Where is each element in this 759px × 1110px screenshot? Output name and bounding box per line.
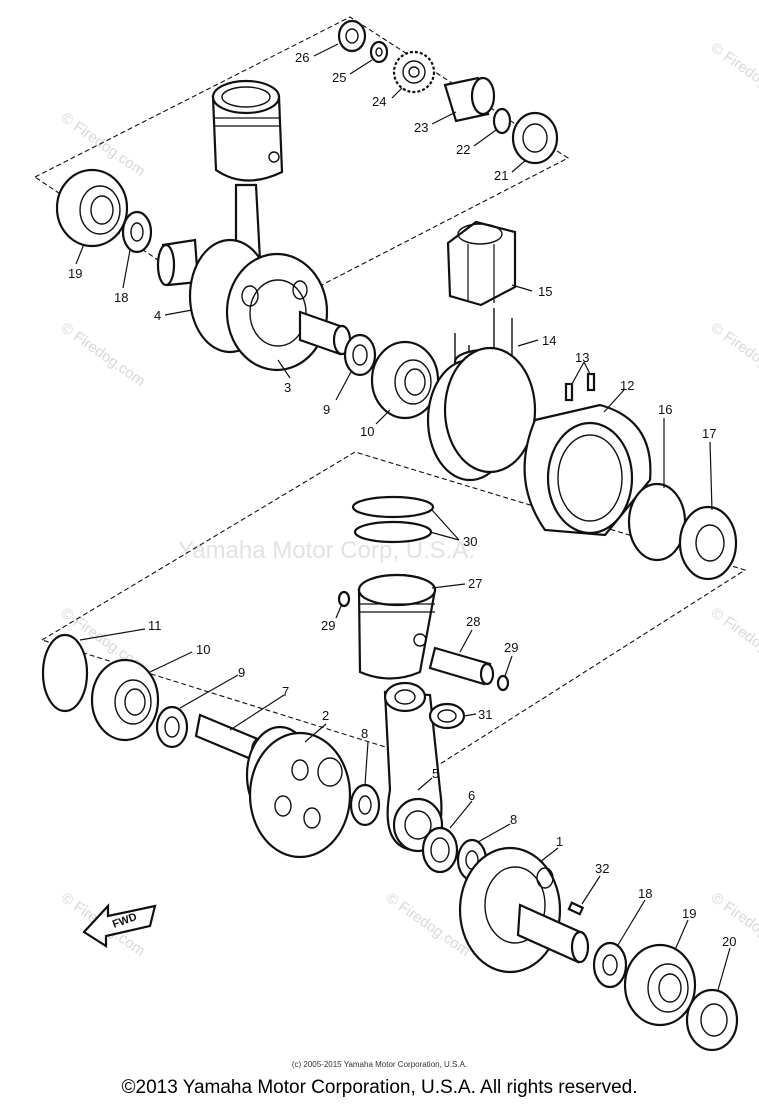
callout-9: 9 (323, 402, 330, 417)
callout-4: 4 (154, 308, 161, 323)
clip-29-right (496, 674, 510, 692)
callout-32: 32 (595, 861, 609, 876)
callout-1: 1 (556, 834, 563, 849)
washer-18-lower (592, 941, 628, 989)
crank-wheel-3 (225, 252, 329, 372)
needle-bearing-6 (421, 826, 459, 874)
callout-8: 8 (510, 812, 517, 827)
washer-25 (369, 40, 389, 64)
watermark-site: © Firedog.com (708, 604, 759, 674)
callout-28: 28 (466, 614, 480, 629)
leader-lines (75, 43, 731, 991)
bearing-19-lower (623, 943, 697, 1027)
piston-27 (357, 573, 437, 680)
callout-25: 25 (332, 70, 346, 85)
piston-pin-28 (428, 646, 495, 686)
callout-9: 9 (238, 665, 245, 680)
bearing-10-upper (370, 340, 440, 420)
callout-15: 15 (538, 284, 552, 299)
callout-20: 20 (722, 934, 736, 949)
callout-2: 2 (322, 708, 329, 723)
gear-24 (392, 50, 436, 94)
bearing-26 (337, 19, 367, 53)
special-tool-15 (446, 220, 517, 307)
callout-21: 21 (494, 168, 508, 183)
callout-17: 17 (702, 426, 716, 441)
watermark-site: © Firedog.com (58, 319, 149, 389)
callout-26: 26 (295, 50, 309, 65)
crank-output-shaft (298, 310, 352, 356)
lower-assembly: FWD (41, 495, 739, 1052)
oil-seal-20 (685, 988, 739, 1052)
callout-16: 16 (658, 402, 672, 417)
callout-23: 23 (414, 120, 428, 135)
callout-12: 12 (620, 378, 634, 393)
callout-18: 18 (638, 886, 652, 901)
callout-13: 13 (575, 350, 589, 365)
bearing-10-lower (90, 658, 160, 742)
washer-9-upper (343, 333, 377, 377)
collar-23 (443, 76, 496, 123)
clip-29-left (337, 590, 351, 608)
o-ring-16 (627, 482, 687, 562)
rings-upper (426, 346, 537, 482)
watermark-site: © Firedog.com (58, 109, 149, 179)
pins-13 (564, 372, 596, 402)
copyright-footer: ©2013 Yamaha Motor Corporation, U.S.A. A… (121, 1077, 638, 1098)
diagram-small-copyright: (c) 2005-2015 Yamaha Motor Corporation, … (291, 1060, 468, 1069)
callout-3: 3 (284, 380, 291, 395)
callout-19: 19 (68, 266, 82, 281)
watermark-site: © Firedog.com (708, 319, 759, 389)
callout-6: 6 (468, 788, 475, 803)
circlip-11 (41, 633, 89, 713)
callout-14: 14 (542, 333, 556, 348)
lower-assembly-frame (40, 451, 747, 765)
callout-10: 10 (196, 642, 210, 657)
callout-11: 11 (148, 618, 162, 633)
callout-24: 24 (372, 94, 386, 109)
bearing-19-upper (55, 168, 129, 248)
washer-9-lower (155, 705, 189, 749)
callout-19: 19 (682, 906, 696, 921)
piston-rings-30 (351, 495, 435, 544)
callout-27: 27 (468, 576, 482, 591)
woodruff-key-32 (567, 901, 585, 916)
connecting-rod-5 (383, 681, 444, 853)
housing-12 (523, 403, 652, 537)
callout-29: 29 (321, 618, 335, 633)
callout-5: 5 (432, 766, 439, 781)
needle-bearing-31 (428, 702, 466, 730)
fwd-arrow: FWD (82, 903, 157, 949)
crank-wheel-1 (458, 846, 590, 974)
callout-10: 10 (360, 424, 374, 439)
callout-30: 30 (463, 534, 477, 549)
upper-assembly (55, 19, 738, 581)
oil-seal-21 (511, 111, 559, 165)
washer-8-left (349, 783, 381, 827)
oil-seal-17 (678, 505, 738, 581)
washer-18-upper (121, 210, 153, 254)
callout-7: 7 (282, 684, 289, 699)
watermark-site: © Firedog.com (708, 889, 759, 959)
callout-31: 31 (478, 707, 492, 722)
callout-8: 8 (361, 726, 368, 741)
callout-labels: 26 25 24 23 22 21 19 18 4 3 9 10 15 14 1… (68, 50, 736, 949)
callout-18: 18 (114, 290, 128, 305)
crank-wheel-2 (245, 725, 352, 859)
watermark-center: Yamaha Motor Corp, U.S.A. (178, 537, 475, 564)
circlip-22 (492, 107, 512, 135)
callout-22: 22 (456, 142, 470, 157)
watermark-site: © Firedog.com (708, 39, 759, 109)
callout-29: 29 (504, 640, 518, 655)
piston-upper (211, 79, 284, 182)
